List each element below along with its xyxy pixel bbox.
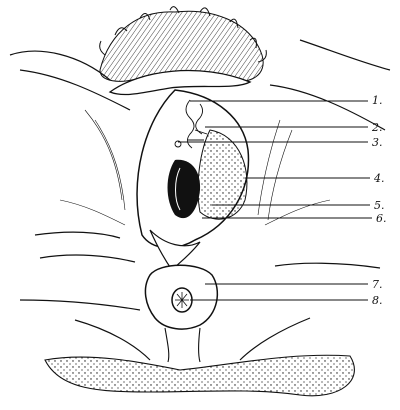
label-5: 5.: [374, 199, 385, 212]
gluteal-cleft: [164, 327, 201, 363]
hymen-ring: [175, 167, 181, 211]
tissue-lines: [59, 109, 331, 226]
prepuce: [108, 69, 252, 96]
hair-region: [99, 6, 267, 82]
label-1: 1.: [372, 94, 383, 107]
label-3: 3.: [372, 136, 383, 149]
buttocks: [44, 354, 355, 397]
perineal-body: [149, 229, 201, 271]
anus-radials: [175, 292, 189, 308]
outer-contours: [9, 39, 391, 361]
label-8: 8.: [372, 294, 383, 307]
vaginal-opening: [167, 159, 201, 219]
vessel-details: [174, 99, 208, 149]
label-7: 7.: [372, 278, 383, 291]
label-4: 4.: [373, 172, 385, 185]
leader-lines: [178, 100, 372, 301]
label-2: 2.: [371, 121, 383, 134]
label-6: 6.: [376, 212, 387, 225]
